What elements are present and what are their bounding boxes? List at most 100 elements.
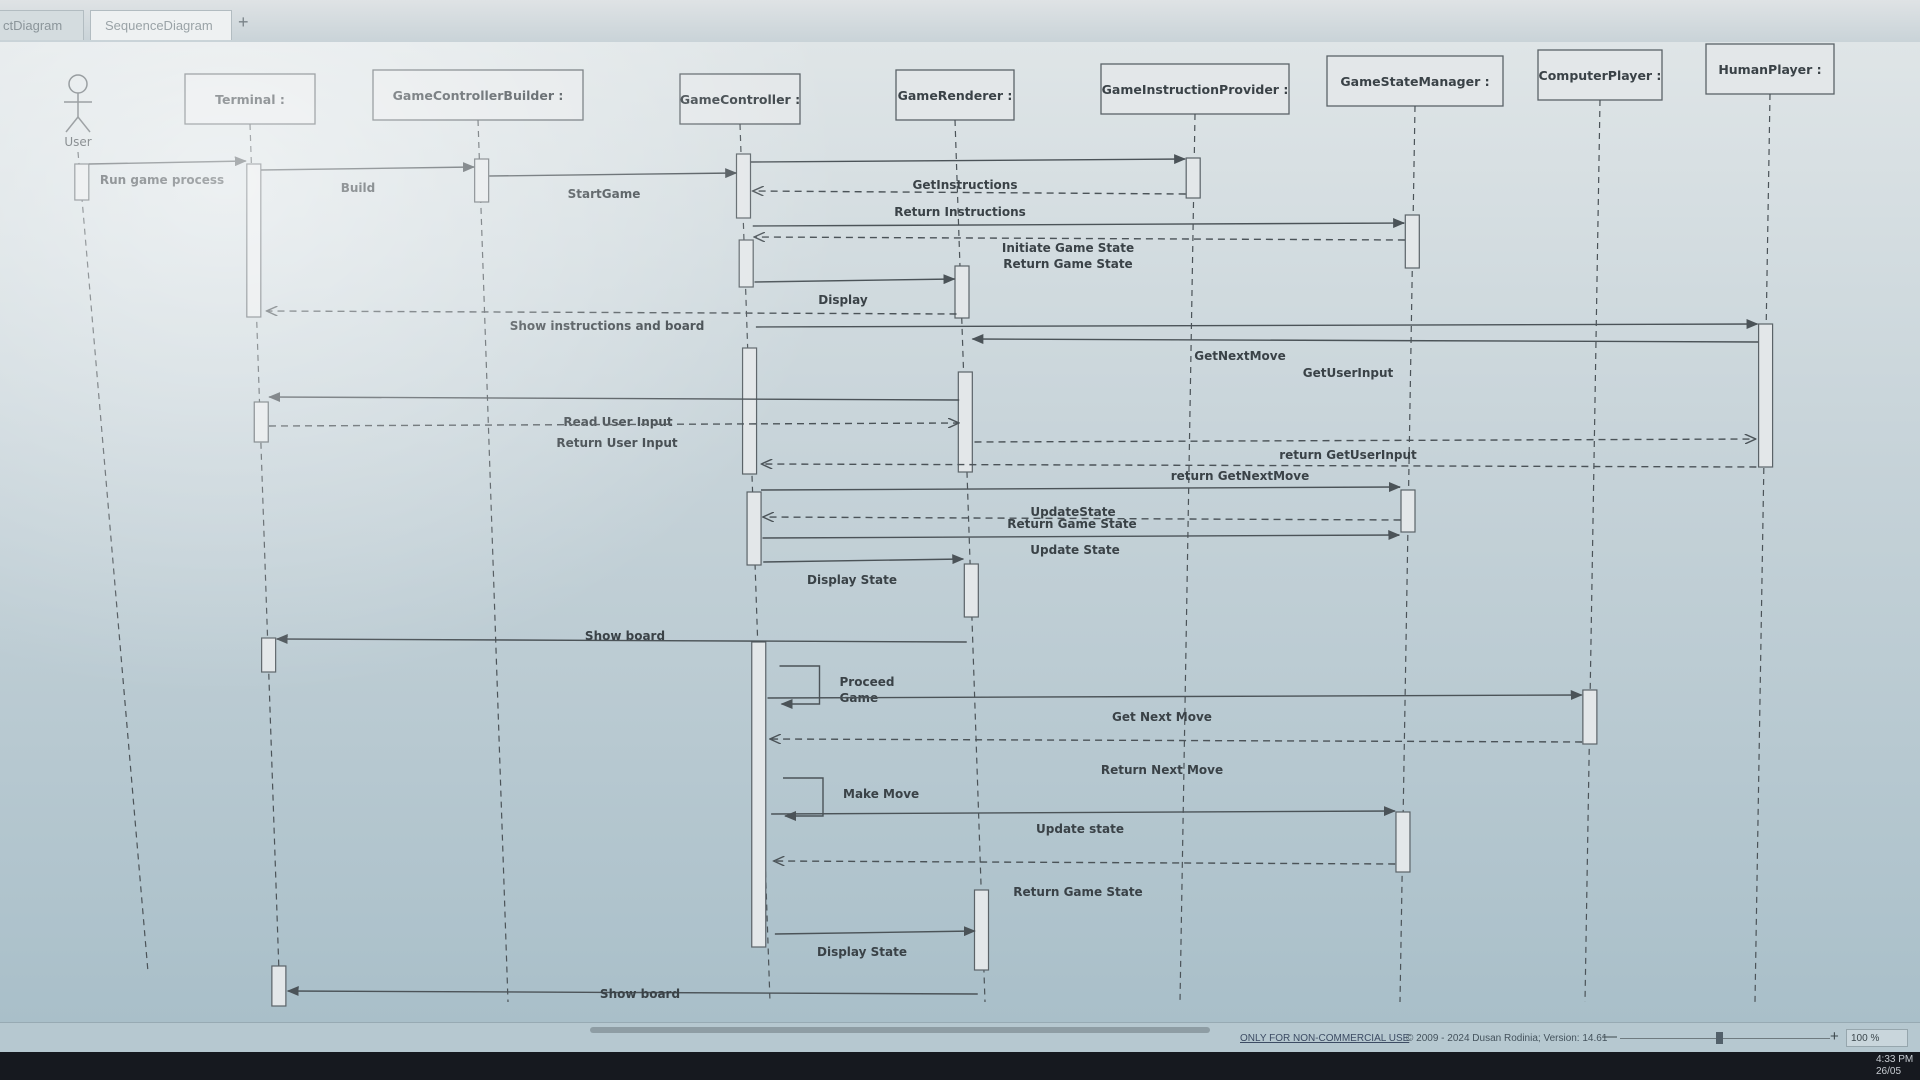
message-sync[interactable]: GetNextMove [755, 319, 1759, 363]
lifeline-head[interactable]: Terminal : [184, 73, 316, 125]
lifeline-label: HumanPlayer : [1718, 62, 1821, 77]
message-return[interactable]: Return Game State [763, 517, 1401, 531]
message-sync[interactable]: StartGame [489, 168, 738, 201]
message-label: Get Next Move [1112, 710, 1212, 724]
message-label: Show instructions and board [510, 319, 705, 333]
zoom-out-button[interactable]: — [1602, 1028, 1617, 1045]
message-label: Read User Input [563, 415, 673, 429]
message-return[interactable]: Return Instructions [753, 191, 1186, 219]
message-label: Show board [600, 987, 680, 1001]
lifeline-head[interactable]: GameStateManager : [1326, 55, 1504, 107]
activation-bar [735, 153, 752, 219]
message-label: Return User Input [556, 436, 678, 450]
message-sync[interactable]: Read User Input [268, 392, 960, 429]
zoom-slider[interactable] [1620, 1038, 1830, 1039]
message-sync[interactable]: Get Next Move [767, 690, 1583, 724]
clock-time: 4:33 PM [1876, 1054, 1914, 1065]
actor-label: User [64, 135, 91, 149]
message-sync[interactable]: Display State [763, 554, 965, 587]
message-label: Make Move [843, 787, 919, 801]
lifeline-label: GameStateManager : [1340, 74, 1489, 89]
tab-sequence-diagram[interactable]: SequenceDiagram X [90, 10, 232, 63]
message-sync[interactable]: Show board [286, 986, 978, 1001]
tab-bar: ctDiagram SequenceDiagram X + [0, 0, 1920, 63]
message-label: Update State [1030, 543, 1119, 557]
sequence-diagram: User Terminal : GameControllerBuilder : Gam… [64, 43, 1835, 1007]
activation-bar [973, 889, 990, 971]
activation-bar [1582, 689, 1598, 745]
message-return[interactable]: Return Game State [774, 861, 1396, 899]
message-sync[interactable]: Display [754, 274, 956, 307]
message-sync[interactable]: UpdateState [760, 482, 1401, 519]
add-tab-icon[interactable]: + [238, 12, 249, 32]
activation-bar [1400, 489, 1416, 533]
lifeline-head[interactable]: GameController : [679, 73, 801, 125]
horizontal-scrollbar[interactable] [590, 1027, 1210, 1033]
message-sync[interactable]: GetUserInput [971, 334, 1759, 380]
message-self[interactable]: Make Move [783, 777, 919, 821]
message-sync[interactable]: Update State [762, 530, 1401, 557]
message-return[interactable]: Show instructions and board [267, 311, 957, 333]
lifeline-label: Terminal : [215, 92, 285, 107]
lifeline-head[interactable]: ComputerPlayer : [1537, 49, 1663, 101]
message-label: GetInstructions [913, 178, 1018, 192]
activation-bar [253, 401, 269, 443]
zoom-slider-thumb[interactable] [1716, 1032, 1723, 1044]
diagram-canvas[interactable]: User Terminal : GameControllerBuilder : Gam… [0, 42, 1920, 1022]
lifeline [1754, 93, 1771, 1003]
activation-bar [746, 491, 762, 566]
activation-bar [1404, 214, 1420, 269]
message-return[interactable]: return GetUserInput [974, 439, 1756, 462]
lifeline-head[interactable]: HumanPlayer : [1705, 43, 1835, 95]
message-label: Return Next Move [1101, 763, 1223, 777]
activation-bar [474, 158, 490, 203]
license-link[interactable]: ONLY FOR NON-COMMERCIAL USE [1240, 1033, 1410, 1044]
lifeline [1179, 113, 1196, 1003]
user-actor-icon[interactable] [64, 74, 92, 133]
tab-class-diagram[interactable]: ctDiagram [0, 10, 84, 40]
activation-bar [1757, 323, 1774, 468]
message-label: GetUserInput [1303, 366, 1394, 380]
message-sync[interactable]: Display State [774, 926, 976, 959]
message-label: UpdateState [1030, 505, 1115, 519]
message-sync[interactable]: GetInstructions [750, 154, 1187, 192]
lifeline-label: GameControllerBuilder : [393, 88, 564, 103]
activation-bar [1395, 811, 1411, 873]
message-sync[interactable]: Build [260, 162, 475, 195]
activation-bar [738, 239, 754, 288]
lifeline-label: GameInstructionProvider : [1102, 82, 1289, 97]
message-return[interactable]: return GetNextMove [761, 464, 1757, 483]
activation-bar [957, 371, 973, 473]
lifeline-head[interactable]: GameControllerBuilder : [372, 69, 584, 121]
message-sync[interactable]: Update state [771, 806, 1396, 836]
lifeline [477, 119, 509, 1003]
lifeline-label: ComputerPlayer : [1539, 68, 1662, 83]
message-label: Display State [807, 573, 897, 587]
actor-lifeline [77, 151, 149, 973]
message-label: Display State [817, 945, 907, 959]
tab-label: SequenceDiagram [105, 18, 213, 33]
message-label: GetNextMove [1194, 349, 1286, 363]
message-return[interactable]: Return Next Move [770, 739, 1583, 777]
message-label: Show board [585, 629, 665, 643]
activation-bar [74, 163, 90, 201]
lifeline-head[interactable]: GameInstructionProvider : [1100, 63, 1290, 115]
activation-bar [963, 563, 979, 618]
activation-bar [246, 163, 262, 318]
zoom-level-select[interactable]: 100 % [1846, 1029, 1908, 1047]
clock-date: 26/05 [1876, 1066, 1902, 1077]
message-label: Display [818, 293, 868, 307]
activation-bar [741, 347, 758, 475]
message-label: StartGame [568, 187, 641, 201]
status-bar: ONLY FOR NON-COMMERCIAL USE © 2009 - 202… [0, 1022, 1920, 1053]
lifeline-head[interactable]: GameRenderer : [895, 69, 1015, 121]
message-sync[interactable]: Show board [275, 629, 967, 645]
message-sync[interactable]: Run game process [88, 156, 247, 187]
zoom-in-button[interactable]: + [1830, 1028, 1839, 1045]
message-label: Initiate Game State [1002, 241, 1134, 255]
activation-bar [751, 641, 767, 948]
tab-label: ctDiagram [3, 18, 63, 33]
message-label: Return Game State [1003, 257, 1132, 271]
